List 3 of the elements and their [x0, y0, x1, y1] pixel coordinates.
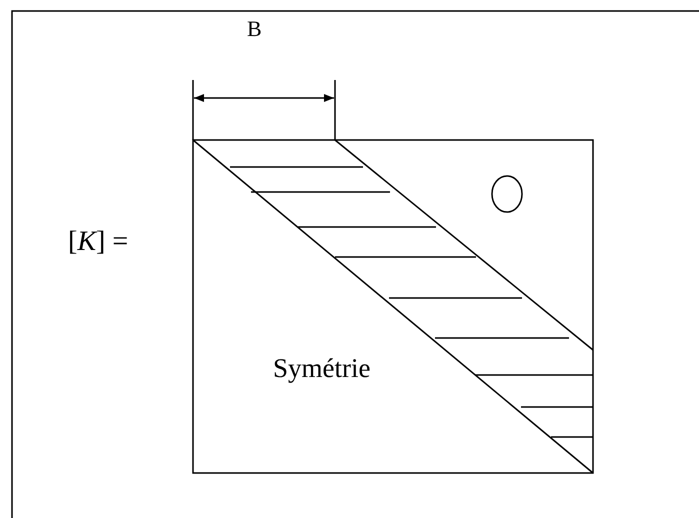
matrix-symbol: [K] =	[68, 228, 128, 256]
dimension-label: B	[247, 18, 262, 40]
region-label: Symétrie	[273, 355, 370, 382]
